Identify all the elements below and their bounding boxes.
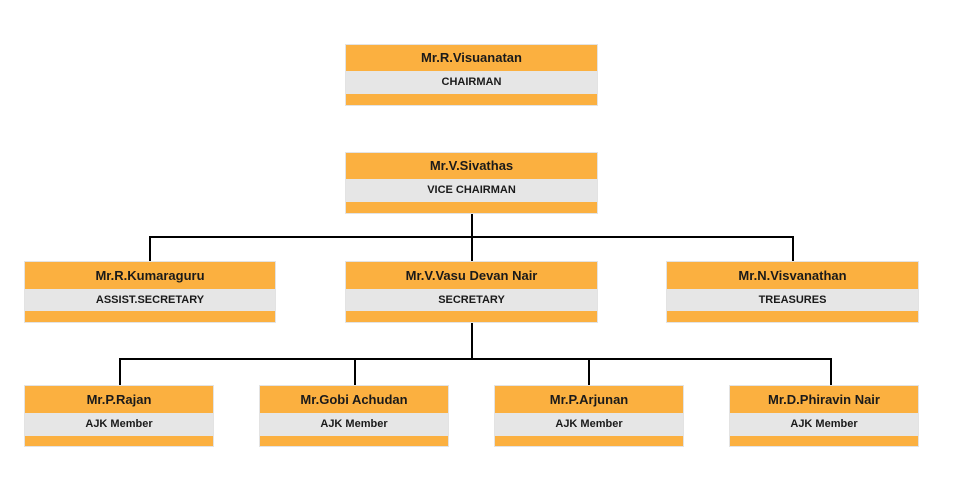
node-footer-band (495, 436, 683, 446)
member-name: Mr.P.Arjunan (495, 386, 683, 413)
org-node-ajk-member: Mr.D.Phiravin Nair AJK Member (729, 385, 919, 447)
member-name: Mr.N.Visvanathan (667, 262, 918, 289)
org-node-ajk-member: Mr.Gobi Achudan AJK Member (259, 385, 449, 447)
org-node-vice-chairman: Mr.V.Sivathas VICE CHAIRMAN (345, 152, 598, 214)
org-node-assist-secretary: Mr.R.Kumaraguru ASSIST.SECRETARY (24, 261, 276, 323)
member-role: AJK Member (260, 413, 448, 436)
member-name: Mr.P.Rajan (25, 386, 213, 413)
member-name: Mr.R.Kumaraguru (25, 262, 275, 289)
member-name: Mr.R.Visuanatan (346, 45, 597, 71)
member-role: ASSIST.SECRETARY (25, 289, 275, 311)
node-footer-band (25, 311, 275, 322)
node-footer-band (346, 202, 597, 213)
member-role: TREASURES (667, 289, 918, 311)
node-footer-band (25, 436, 213, 446)
org-node-ajk-member: Mr.P.Arjunan AJK Member (494, 385, 684, 447)
member-role: AJK Member (495, 413, 683, 436)
org-node-chairman: Mr.R.Visuanatan CHAIRMAN (345, 44, 598, 106)
org-node-treasurer: Mr.N.Visvanathan TREASURES (666, 261, 919, 323)
member-role: CHAIRMAN (346, 71, 597, 94)
member-name: Mr.Gobi Achudan (260, 386, 448, 413)
member-role: AJK Member (730, 413, 918, 436)
member-role: SECRETARY (346, 289, 597, 311)
member-name: Mr.V.Vasu Devan Nair (346, 262, 597, 289)
member-role: VICE CHAIRMAN (346, 179, 597, 202)
node-footer-band (730, 436, 918, 446)
member-name: Mr.D.Phiravin Nair (730, 386, 918, 413)
org-node-secretary: Mr.V.Vasu Devan Nair SECRETARY (345, 261, 598, 323)
org-node-ajk-member: Mr.P.Rajan AJK Member (24, 385, 214, 447)
node-footer-band (346, 311, 597, 322)
node-footer-band (260, 436, 448, 446)
member-name: Mr.V.Sivathas (346, 153, 597, 179)
member-role: AJK Member (25, 413, 213, 436)
node-footer-band (346, 94, 597, 105)
node-footer-band (667, 311, 918, 322)
